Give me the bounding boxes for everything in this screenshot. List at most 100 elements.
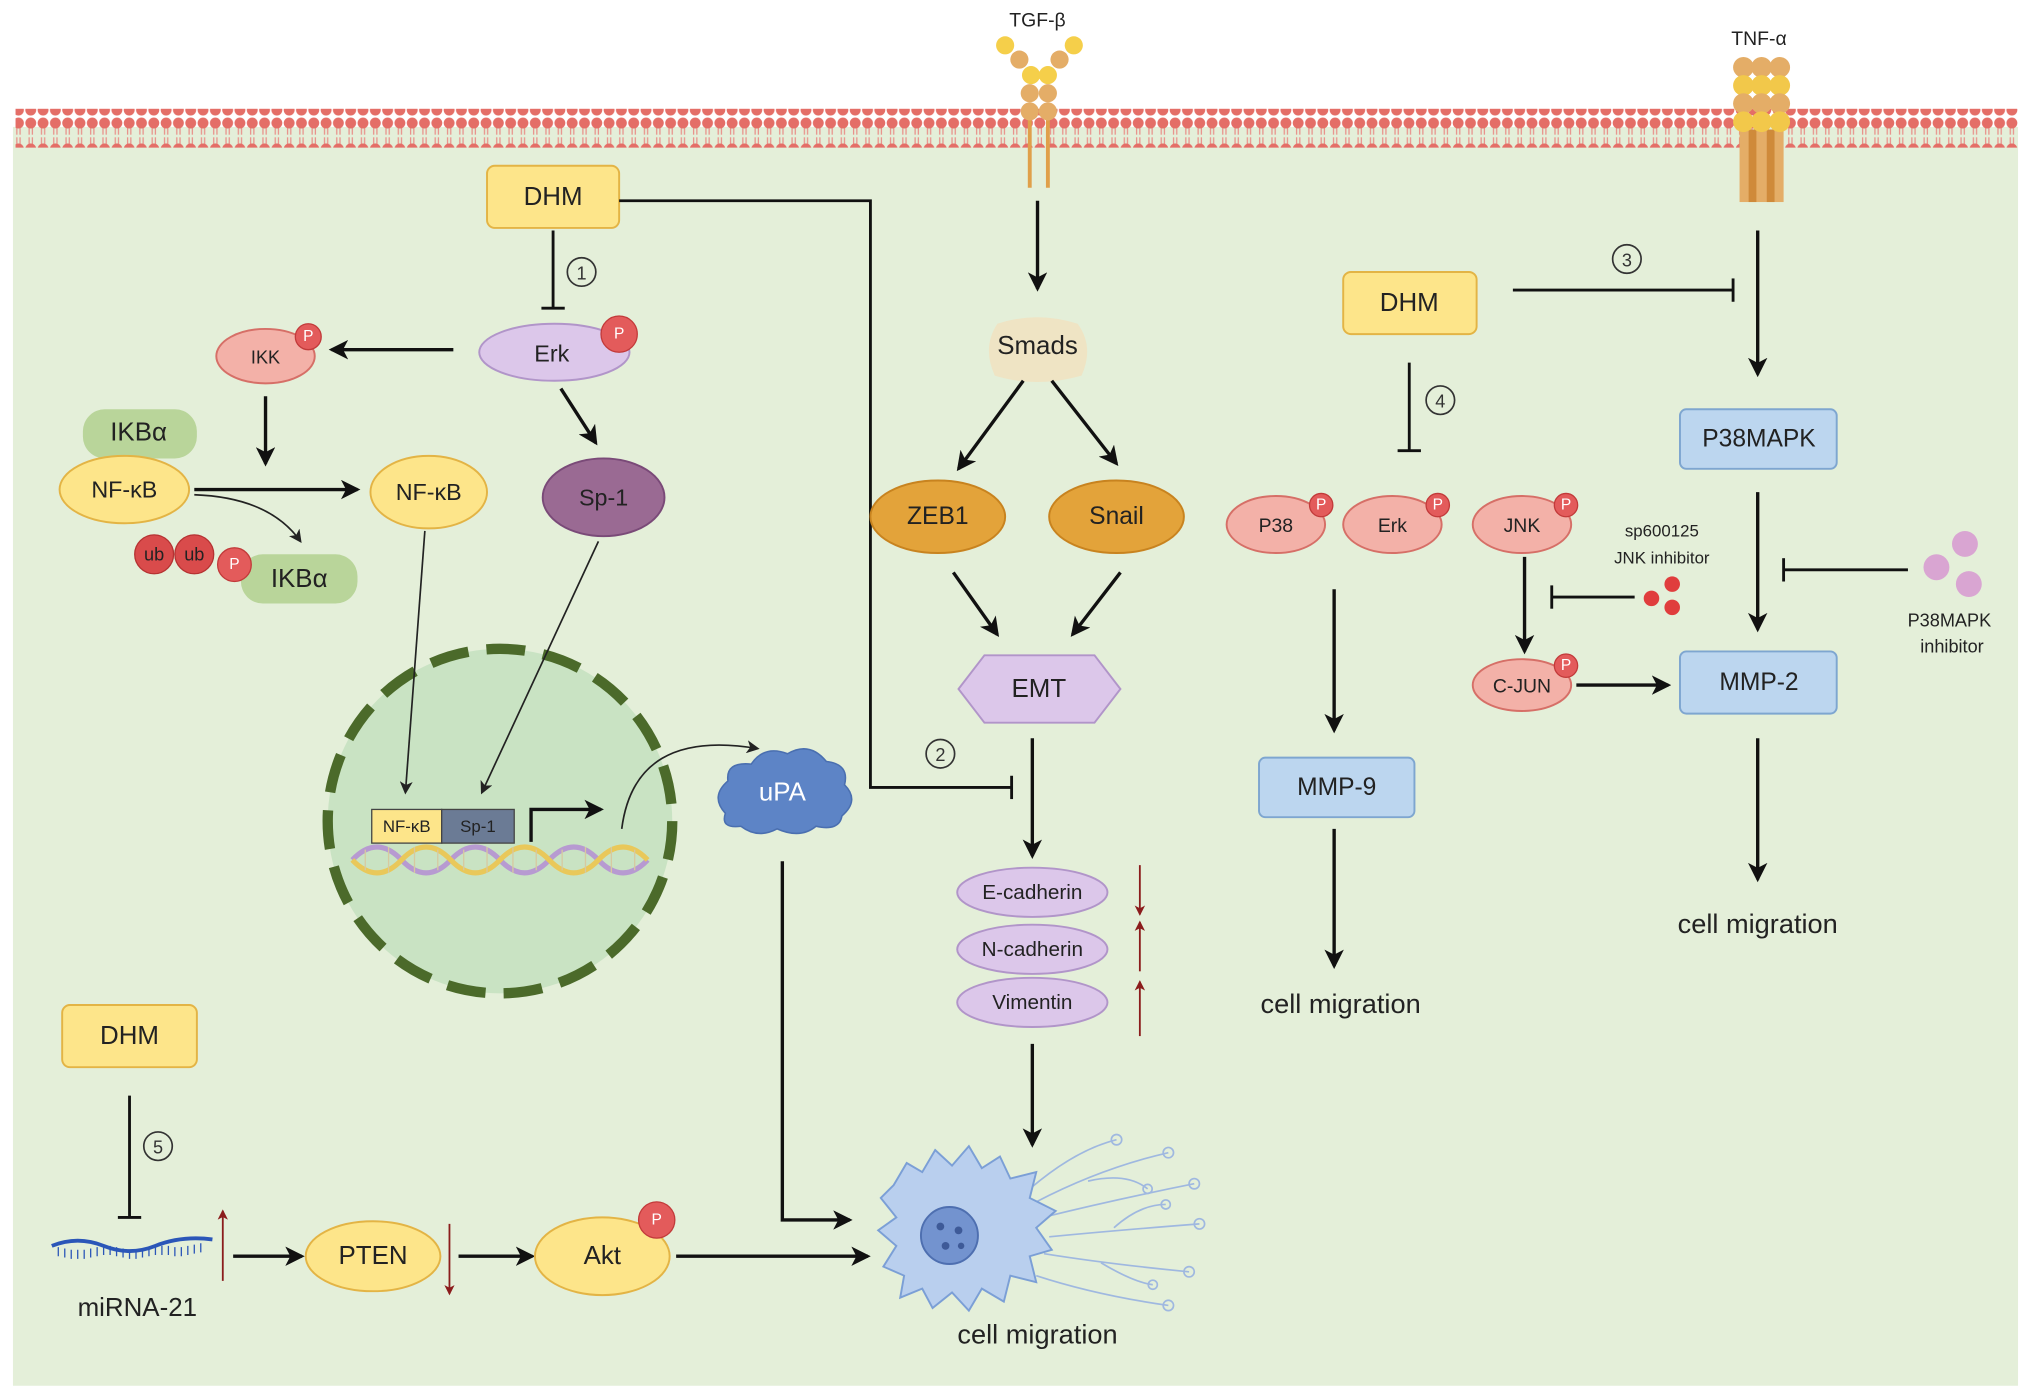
step-4-marker: 4 <box>1425 385 1456 416</box>
phospho-icon <box>637 1201 676 1239</box>
pten-node: PTEN <box>304 1220 442 1293</box>
svg-text:5: 5 <box>153 1137 163 1157</box>
svg-text:Erk: Erk <box>1378 515 1407 537</box>
svg-text:Snail: Snail <box>1089 503 1144 530</box>
cell-migration-label-center: cell migration <box>957 1318 1117 1349</box>
phospho-icon <box>1308 492 1334 518</box>
svg-text:EMT: EMT <box>1011 675 1066 703</box>
smads-to-snail-arrow <box>1050 379 1119 466</box>
svg-text:2: 2 <box>935 745 945 765</box>
svg-text:P: P <box>1433 497 1443 514</box>
svg-text:4: 4 <box>1435 391 1445 411</box>
svg-text:P: P <box>652 1211 662 1228</box>
svg-text:P38: P38 <box>1259 515 1294 537</box>
upa-to-migration-arrow <box>780 861 853 1230</box>
svg-text:1: 1 <box>577 263 587 283</box>
cell-membrane <box>15 108 2019 148</box>
dhm-label: DHM <box>524 183 583 211</box>
svg-text:MMP-9: MMP-9 <box>1297 774 1376 801</box>
svg-text:P: P <box>1561 497 1571 514</box>
dhm-box-bottom: DHM <box>61 1004 198 1069</box>
svg-text:N-cadherin: N-cadherin <box>982 938 1083 961</box>
marker-vimentin: Vimentin <box>956 976 1109 1028</box>
sp1-promoter-box: Sp-1 <box>441 808 515 844</box>
svg-text:MMP-2: MMP-2 <box>1719 669 1798 696</box>
dna-helix <box>350 844 650 876</box>
nfkb-promoter-box: NF-κB <box>371 808 443 844</box>
svg-text:Akt: Akt <box>584 1242 621 1270</box>
zeb1-to-emt-arrow <box>951 571 1000 637</box>
ikba-bound <box>82 409 197 459</box>
jnk-node: JNK P <box>1471 492 1579 554</box>
p38mapk-inhibitor-dots-icon <box>1923 530 1982 598</box>
transcription-start-arrow <box>529 799 604 842</box>
p38mapk-inhibitor-label-line2: inhibitor <box>1920 636 1983 656</box>
step-5-marker: 5 <box>142 1131 174 1162</box>
upa-node: uPA <box>717 747 853 835</box>
step-1-marker: 1 <box>566 256 597 288</box>
svg-text:P38MAPK: P38MAPK <box>1702 426 1816 453</box>
erk-right-node: Erk P <box>1342 492 1451 554</box>
smads-to-zeb1-arrow <box>956 379 1025 472</box>
svg-text:IKBα: IKBα <box>110 419 167 447</box>
ubiquitin-icon <box>134 534 175 575</box>
erk-node: Erk P <box>478 315 638 382</box>
phospho-icon <box>1425 492 1451 518</box>
ikk-node: IKK P <box>215 323 322 385</box>
mmp9-box: MMP-9 <box>1258 756 1416 819</box>
svg-text:DHM: DHM <box>100 1022 159 1050</box>
jnk-inhibitor-dots-icon <box>1643 576 1680 616</box>
jnk-inhibitor-name: sp600125 <box>1625 521 1699 540</box>
ubiquitin-icon <box>174 534 215 575</box>
cell-migration-label-mmp2: cell migration <box>1678 908 1838 939</box>
step-3-marker: 3 <box>1611 243 1642 275</box>
emt-node: EMT <box>957 654 1122 724</box>
svg-text:P: P <box>229 556 239 573</box>
marker-e-cadherin: E-cadherin <box>956 866 1109 918</box>
migrating-cell-icon <box>876 1133 1206 1313</box>
phospho-icon <box>1553 492 1579 518</box>
svg-text:P: P <box>303 328 313 345</box>
dhm-inhibits-emt-line <box>619 199 1012 789</box>
p38mapk-inhibitor-label-line1: P38MAPK <box>1908 610 1992 630</box>
svg-text:ub: ub <box>184 544 204 564</box>
step-2-marker: 2 <box>925 738 956 769</box>
tnf-alpha-label: TNF-α <box>1731 28 1786 50</box>
phospho-icon <box>216 547 252 583</box>
ubiquitinated-ikba: ub ub IKBα P <box>134 534 358 604</box>
svg-text:3: 3 <box>1622 250 1632 270</box>
p38-node: P38 P <box>1225 492 1334 554</box>
phospho-icon <box>294 323 322 351</box>
mirna-strand-icon <box>51 1236 213 1259</box>
erk-label: Erk <box>534 341 569 367</box>
svg-text:NF-κB: NF-κB <box>91 477 157 503</box>
zeb1-node: ZEB1 <box>869 479 1007 554</box>
svg-text:uPA: uPA <box>759 779 807 807</box>
svg-text:NF-κB: NF-κB <box>383 817 431 836</box>
marker-n-cadherin: N-cadherin <box>956 923 1109 975</box>
nfkb-bound <box>58 454 191 525</box>
mmp2-box: MMP-2 <box>1679 650 1838 715</box>
svg-text:P: P <box>1316 497 1326 514</box>
svg-text:Smads: Smads <box>997 332 1078 360</box>
svg-text:ub: ub <box>144 544 164 564</box>
svg-text:P: P <box>614 326 624 343</box>
sp1-to-nucleus-arrow <box>480 540 600 795</box>
jnk-inhibitor-label: JNK inhibitor <box>1614 549 1710 568</box>
svg-text:PTEN: PTEN <box>339 1242 408 1270</box>
sp1-node: Sp-1 <box>541 457 666 538</box>
akt-node: Akt P <box>533 1201 676 1297</box>
ikba-degradation-arrow <box>194 493 302 543</box>
upa-expression-arrow <box>620 740 760 829</box>
tgf-beta-label: TGF-β <box>1009 10 1065 32</box>
svg-text:DHM: DHM <box>1380 289 1439 317</box>
svg-text:NF-κB: NF-κB <box>396 479 462 505</box>
nfkb-free-node: NF-κB <box>369 454 488 530</box>
svg-text:IKBα: IKBα <box>271 565 328 593</box>
tgf-beta-receptor <box>996 36 1083 188</box>
svg-text:Vimentin: Vimentin <box>992 991 1072 1014</box>
svg-text:Sp-1: Sp-1 <box>460 817 496 836</box>
phospho-icon <box>600 315 638 353</box>
smads-node: Smads <box>988 317 1088 383</box>
